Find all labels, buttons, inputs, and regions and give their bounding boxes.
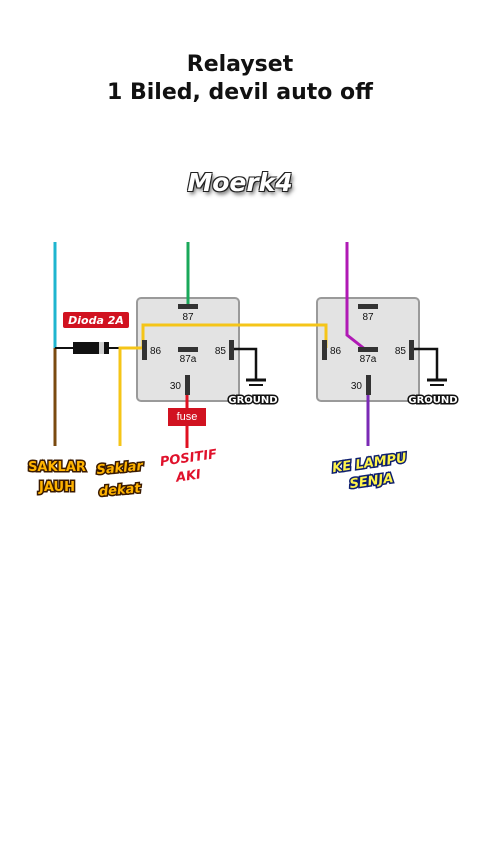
relay-left-pin-87a-terminal <box>178 347 198 352</box>
label-saklar-dekat-line1: Saklar <box>96 459 145 478</box>
relay-left-pin-30: 30 <box>170 381 182 392</box>
relay-left-pin-87a: 87a <box>180 354 197 365</box>
ground-label-left: GROUND <box>228 395 277 406</box>
relay-right-pin-87: 87 <box>362 312 374 323</box>
label-saklar-jauh-line2: JAUH <box>38 480 75 495</box>
wire-ground-left <box>233 347 258 379</box>
relay-left-pin-30-terminal <box>185 375 190 395</box>
relay-left-pin-87: 87 <box>182 312 194 323</box>
fuse-label: fuse <box>177 411 198 423</box>
watermark-text: Moerk4 <box>187 168 293 197</box>
diode-label: Dioda 2A <box>68 314 124 327</box>
fuse-body <box>168 408 206 426</box>
label-saklar-dekat-line2: dekat <box>98 481 142 500</box>
relay-right-pin-87a: 87a <box>360 354 377 365</box>
relay-right-pin-30-terminal <box>366 375 371 395</box>
diagram-subtitle: 1 Biled, devil auto off <box>107 80 373 105</box>
wire-yellow-link <box>141 323 328 348</box>
wire-magenta <box>345 242 367 352</box>
relay-right-pin-86-terminal <box>322 340 327 360</box>
wire-yellow-saklar-dekat <box>118 346 143 446</box>
label-positif-line2: AKI <box>174 467 202 485</box>
diode-band <box>99 342 104 354</box>
relay-left-pin-85-terminal <box>229 340 234 360</box>
diode-label-box <box>63 312 129 328</box>
relay-right-pin-87a-terminal <box>358 347 378 352</box>
relay-right-pin-86: 86 <box>330 346 342 357</box>
relay-left-pin-86-terminal <box>142 340 147 360</box>
relay-left-pin-85: 85 <box>215 346 227 357</box>
relay-right-pin-30: 30 <box>351 381 363 392</box>
diagram-title: Relayset <box>186 52 294 77</box>
relay-right-pin-85-terminal <box>409 340 414 360</box>
ground-label-right: GROUND <box>408 395 457 406</box>
relay-right-pin-87-terminal <box>358 304 378 309</box>
relay-left-pin-87-terminal <box>178 304 198 309</box>
wire-ground-right <box>413 347 439 379</box>
label-lampu-line1: KE LAMPU <box>331 451 408 476</box>
relay-left-pin-86: 86 <box>150 346 162 357</box>
label-lampu-line2: SENJA <box>349 471 395 492</box>
label-saklar-jauh-line1: SAKLAR <box>28 460 86 475</box>
relay-right-pin-85: 85 <box>395 346 407 357</box>
label-positif-line1: POSITIF <box>159 447 218 470</box>
